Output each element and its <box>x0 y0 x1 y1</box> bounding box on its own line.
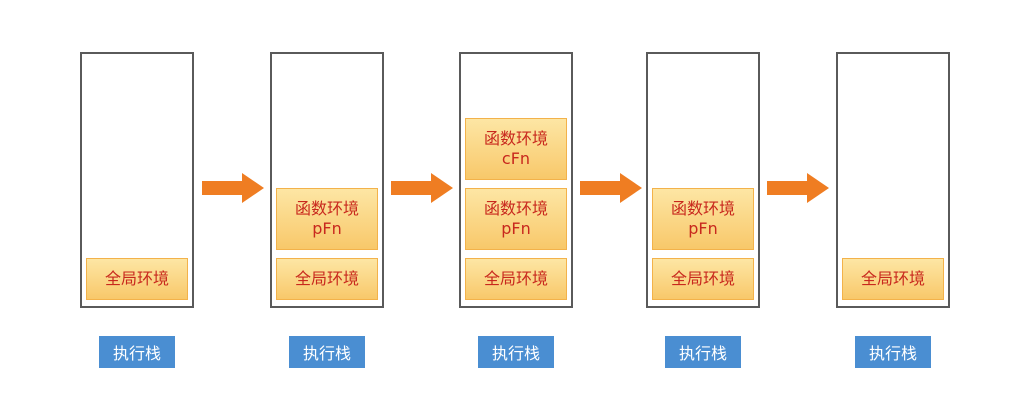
frame-text: 函数环境 <box>294 199 359 218</box>
execution-stack-2: 全局环境 函数环境 pFn <box>270 52 384 308</box>
execution-stack-1: 全局环境 <box>80 52 194 308</box>
right-arrow-icon <box>391 173 453 203</box>
function-name: cFn <box>501 149 531 168</box>
function-name: pFn <box>312 219 342 238</box>
frame-text: 全局环境 <box>104 269 169 288</box>
global-environment-frame: 全局环境 <box>652 258 754 300</box>
stack-label-1: 执行栈 <box>99 336 175 368</box>
frame-text: 全局环境 <box>670 269 735 288</box>
right-arrow-icon <box>580 173 642 203</box>
execution-stack-4: 全局环境 函数环境 pFn <box>646 52 760 308</box>
stack-label-5: 执行栈 <box>855 336 931 368</box>
function-environment-frame: 函数环境 pFn <box>465 188 567 250</box>
function-environment-frame: 函数环境 pFn <box>652 188 754 250</box>
global-environment-frame: 全局环境 <box>465 258 567 300</box>
function-name: pFn <box>688 219 718 238</box>
frame-text: 全局环境 <box>860 269 925 288</box>
function-environment-frame: 函数环境 pFn <box>276 188 378 250</box>
function-name: pFn <box>501 219 531 238</box>
frame-text: 函数环境 <box>483 199 548 218</box>
frame-text: 函数环境 <box>670 199 735 218</box>
stack-label-4: 执行栈 <box>665 336 741 368</box>
frame-text: 全局环境 <box>294 269 359 288</box>
frame-text: 全局环境 <box>483 269 548 288</box>
global-environment-frame: 全局环境 <box>842 258 944 300</box>
stack-label-2: 执行栈 <box>289 336 365 368</box>
function-environment-frame: 函数环境 cFn <box>465 118 567 180</box>
right-arrow-icon <box>767 173 829 203</box>
right-arrow-icon <box>202 173 264 203</box>
stack-label-3: 执行栈 <box>478 336 554 368</box>
execution-stack-5: 全局环境 <box>836 52 950 308</box>
execution-stack-3: 全局环境 函数环境 pFn 函数环境 cFn <box>459 52 573 308</box>
global-environment-frame: 全局环境 <box>276 258 378 300</box>
frame-text: 函数环境 <box>483 129 548 148</box>
global-environment-frame: 全局环境 <box>86 258 188 300</box>
